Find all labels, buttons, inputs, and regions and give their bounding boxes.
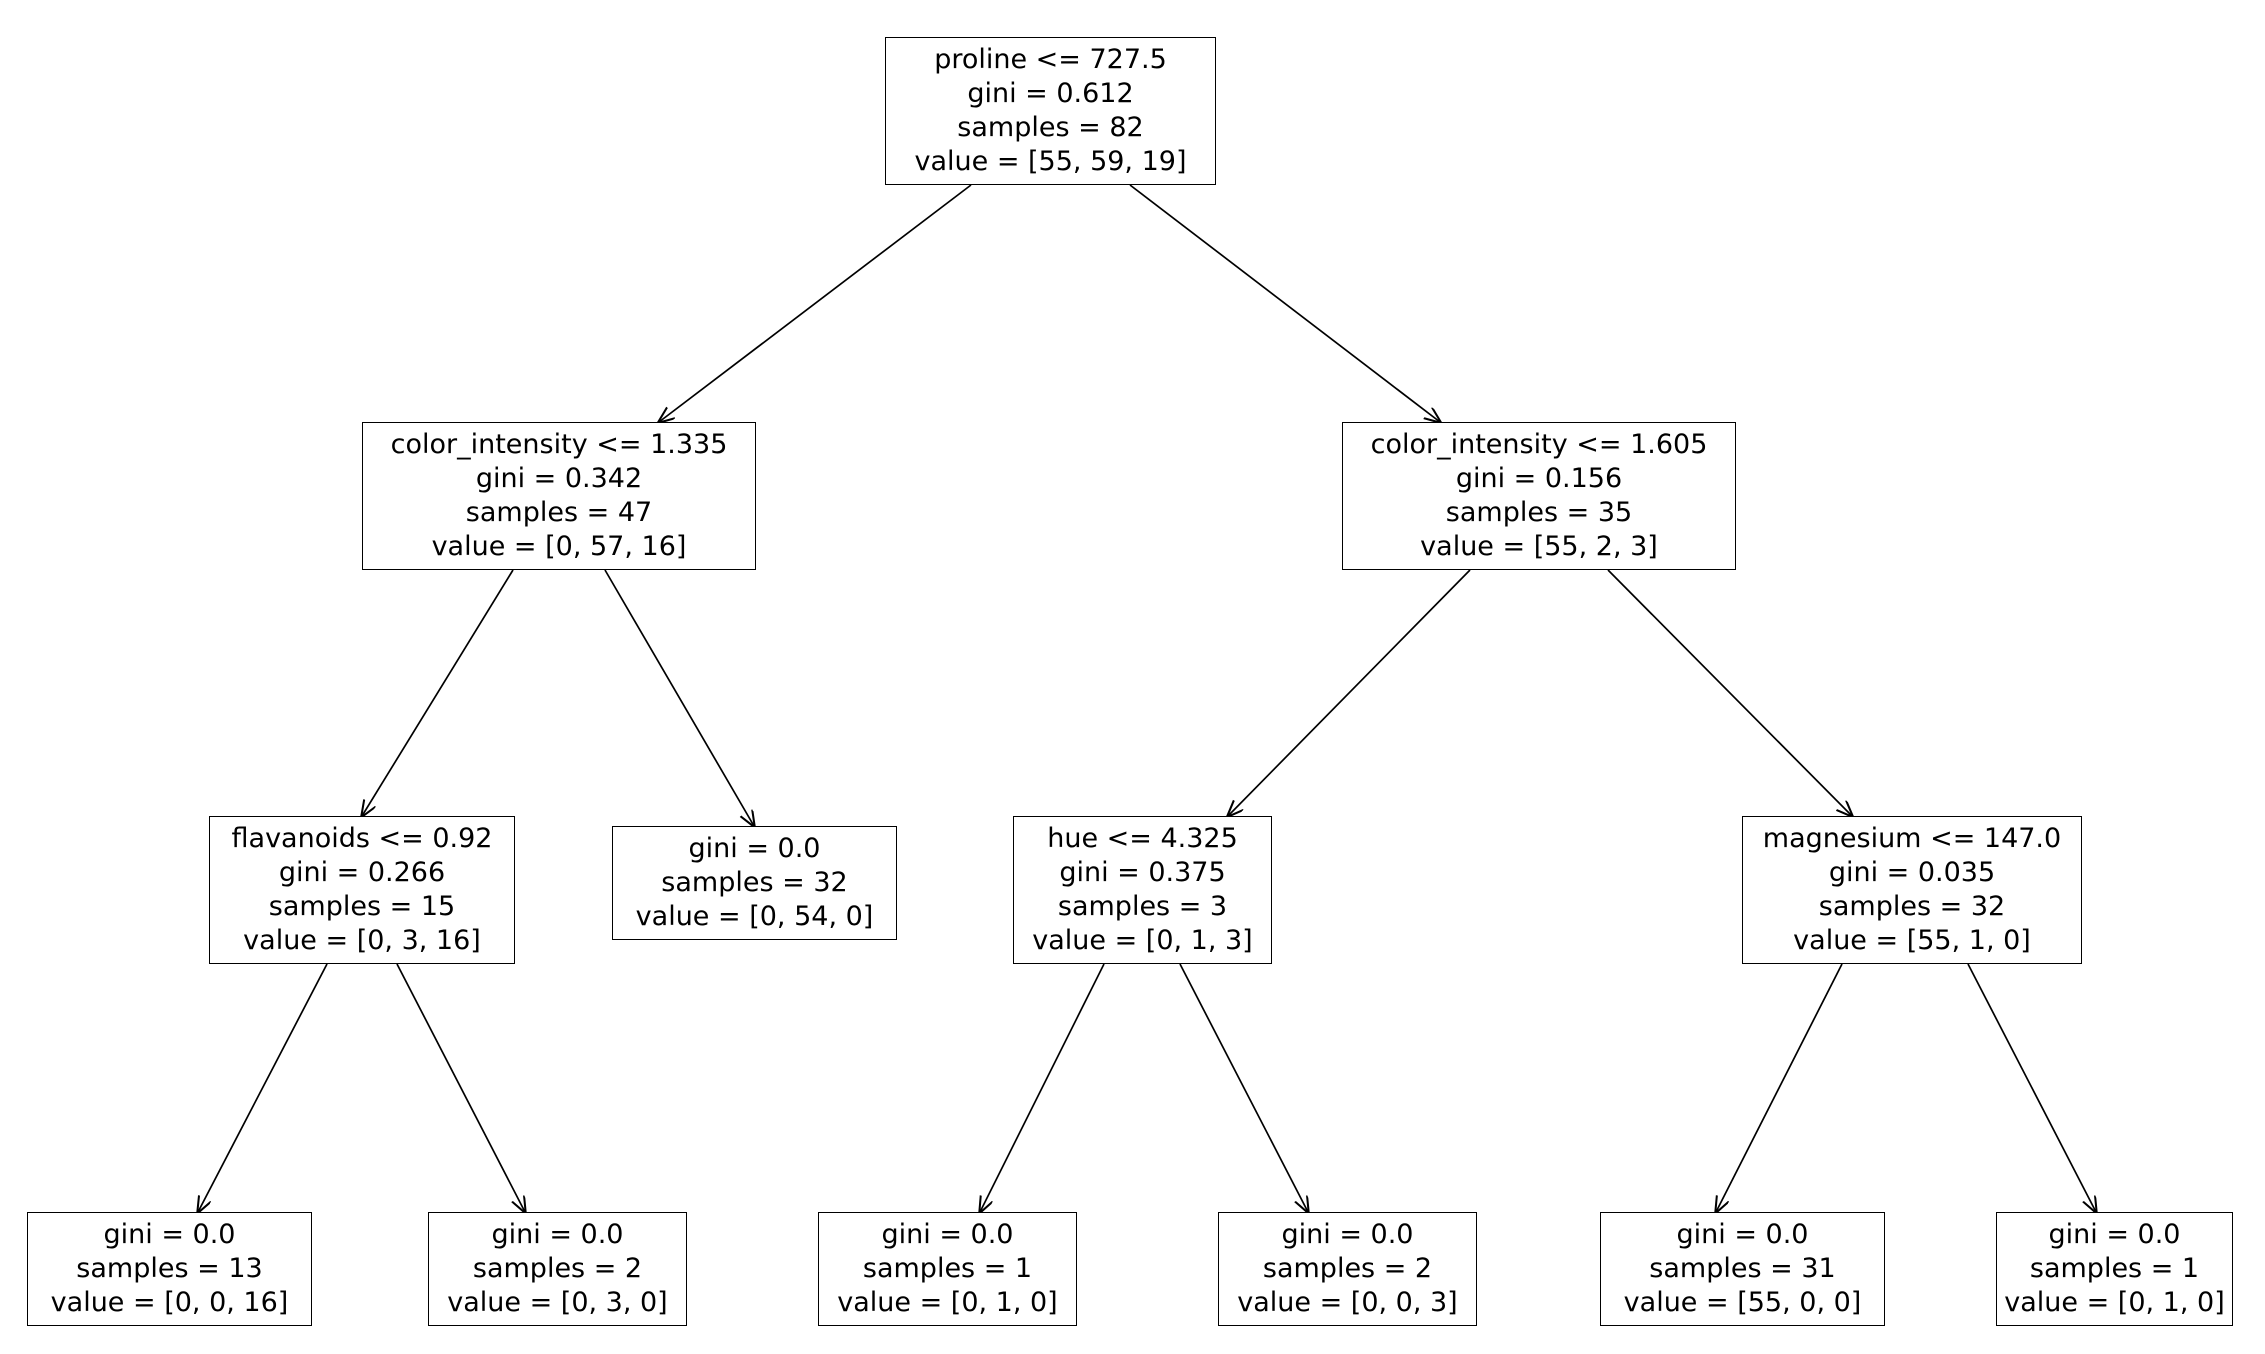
node-text-line: color_intensity <= 1.605: [1370, 429, 1708, 460]
node-text-line: proline <= 727.5: [934, 44, 1167, 75]
node-text-line: value = [0, 0, 16]: [50, 1287, 289, 1318]
node-text-line: samples = 3: [1057, 891, 1228, 922]
node-text-line: samples = 1: [862, 1253, 1033, 1284]
node-text-line: value = [0, 57, 16]: [431, 531, 687, 562]
tree-edge-n6-to-n11: [1716, 963, 1843, 1212]
tree-edge-n3-to-n7: [198, 963, 328, 1212]
node-text-line: gini = 0.0: [103, 1219, 236, 1250]
node-text-line: magnesium <= 147.0: [1762, 823, 2062, 854]
node-text-line: gini = 0.0: [1281, 1219, 1414, 1250]
node-text-line: gini = 0.0: [491, 1219, 624, 1250]
node-text-line: value = [0, 1, 0]: [837, 1287, 1058, 1318]
tree-edge-n1-to-n4: [604, 569, 754, 826]
tree-edge-n3-to-n8: [396, 963, 525, 1212]
node-text-line: hue <= 4.325: [1047, 823, 1238, 854]
node-text-line: samples = 32: [1818, 891, 2006, 922]
tree-edge-n5-to-n10: [1179, 963, 1308, 1212]
node-text-line: samples = 82: [957, 112, 1144, 143]
node-text-line: samples = 32: [661, 867, 848, 898]
tree-edge-n0-to-n1: [659, 184, 972, 422]
node-text-line: gini = 0.0: [1676, 1219, 1809, 1250]
node-text-line: samples = 13: [76, 1253, 263, 1284]
node-text-line: value = [0, 3, 0]: [447, 1287, 668, 1318]
node-text-line: samples = 47: [465, 497, 653, 528]
node-text-line: gini = 0.342: [475, 463, 643, 494]
node-text-line: value = [55, 2, 3]: [1420, 531, 1658, 562]
tree-edge-n5-to-n9: [980, 963, 1105, 1212]
tree-edge-n6-to-n12: [1967, 963, 2096, 1212]
tree-edges: [198, 184, 2096, 1212]
node-text-line: samples = 1: [2029, 1253, 2200, 1284]
node-text-line: value = [0, 1, 0]: [2004, 1287, 2225, 1318]
node-text-line: samples = 2: [1262, 1253, 1433, 1284]
node-text-line: value = [0, 1, 3]: [1032, 925, 1253, 956]
node-text-line: value = [0, 3, 16]: [243, 925, 481, 956]
node-text-line: value = [0, 0, 3]: [1237, 1287, 1458, 1318]
node-text-line: gini = 0.375: [1059, 857, 1226, 888]
node-text-line: value = [55, 1, 0]: [1793, 925, 2031, 956]
node-text-line: value = [55, 0, 0]: [1623, 1287, 1862, 1318]
node-text-line: gini = 0.612: [967, 78, 1134, 109]
node-text-line: gini = 0.035: [1828, 857, 1996, 888]
tree-edge-n1-to-n3: [362, 569, 514, 816]
node-text-line: samples = 35: [1445, 497, 1633, 528]
node-text-line: gini = 0.0: [881, 1219, 1014, 1250]
node-text-line: gini = 0.156: [1455, 463, 1623, 494]
tree-edge-n2-to-n5: [1228, 569, 1471, 816]
node-text-line: samples = 2: [472, 1253, 643, 1284]
tree-edge-n0-to-n2: [1129, 184, 1440, 422]
node-text-line: value = [0, 54, 0]: [635, 901, 874, 932]
node-text-line: samples = 15: [268, 891, 456, 922]
node-text-line: gini = 0.0: [2048, 1219, 2181, 1250]
tree-edge-n2-to-n6: [1607, 569, 1852, 816]
node-text-line: flavanoids <= 0.92: [231, 823, 493, 854]
node-text-line: gini = 0.266: [278, 857, 446, 888]
node-text-line: gini = 0.0: [688, 833, 821, 864]
node-text-line: value = [55, 59, 19]: [914, 146, 1187, 177]
node-text-line: color_intensity <= 1.335: [390, 429, 728, 460]
node-text-line: samples = 31: [1649, 1253, 1836, 1284]
